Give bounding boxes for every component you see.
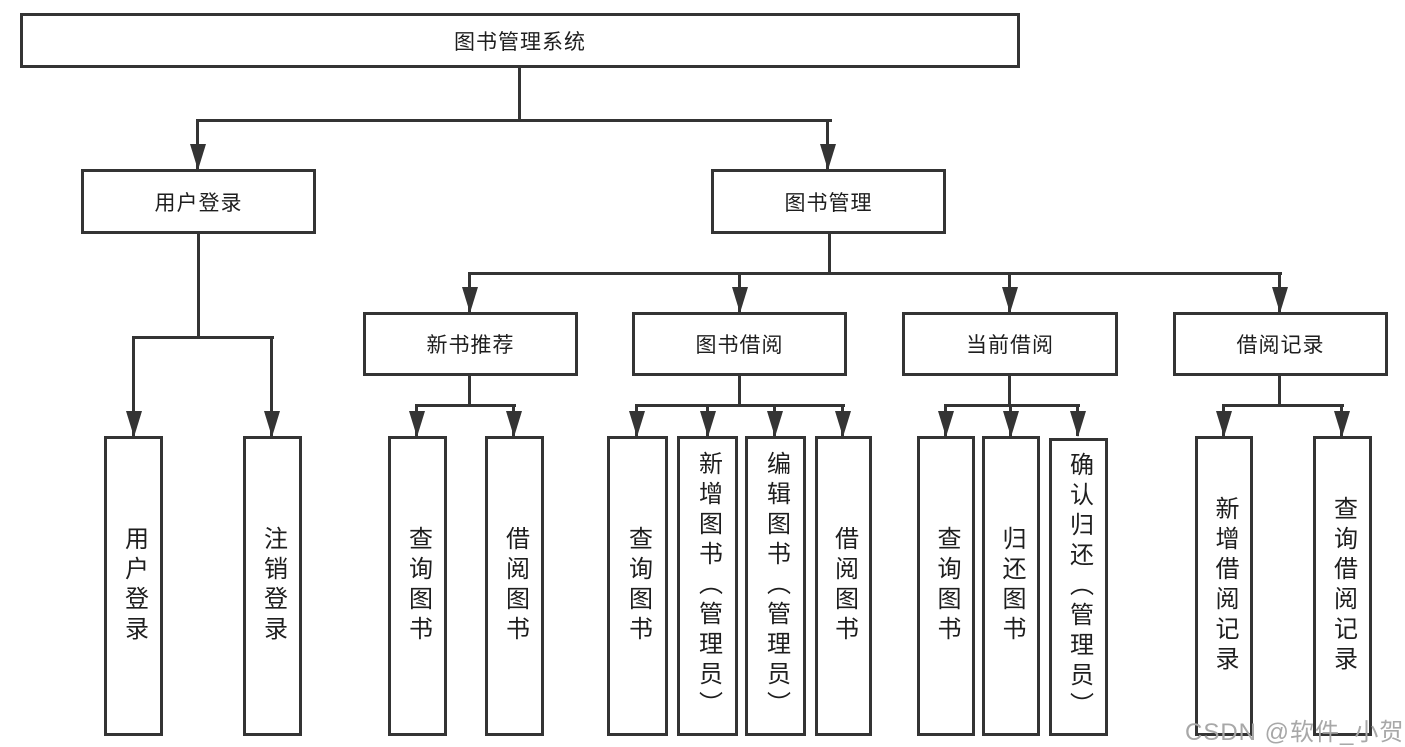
leaf-borrow-books-1: 借阅图书 — [485, 436, 544, 736]
connector-current-split — [944, 404, 1080, 407]
node-new-book-recommend-label: 新书推荐 — [426, 334, 515, 357]
arrow-down-icon — [1070, 411, 1086, 437]
leaf-query-books-1-label: 查询图书 — [404, 526, 432, 646]
leaf-confirm-return-admin-label: 确认归还（管理员） — [1065, 452, 1093, 722]
leaf-confirm-return-admin: 确认归还（管理员） — [1049, 438, 1108, 736]
node-root: 图书管理系统 — [20, 13, 1020, 68]
leaf-add-books-admin-label: 新增图书（管理员） — [694, 451, 722, 721]
connector-records-stub — [1278, 376, 1281, 407]
node-current-borrow: 当前借阅 — [902, 312, 1118, 376]
connector-userlogin-split — [132, 336, 274, 339]
leaf-logout-label: 注销登录 — [259, 526, 287, 646]
node-current-borrow-label: 当前借阅 — [966, 334, 1054, 357]
connector-records-split — [1222, 404, 1344, 407]
arrow-down-icon — [1002, 287, 1018, 313]
leaf-query-books-1: 查询图书 — [388, 436, 447, 736]
leaf-add-books-admin: 新增图书（管理员） — [677, 436, 738, 736]
leaf-return-books-label: 归还图书 — [998, 526, 1025, 646]
arrow-down-icon — [835, 411, 851, 437]
csdn-watermark: CSDN @软件_小贺同学 — [1185, 719, 1405, 746]
node-user-login: 用户登录 — [81, 169, 316, 234]
leaf-add-borrow-record-label: 新增借阅记录 — [1211, 496, 1238, 676]
node-borrow-records-label: 借阅记录 — [1236, 334, 1325, 357]
connector-l2-split — [196, 119, 832, 122]
connector-bookmgmt-stub — [828, 234, 831, 275]
leaf-return-books: 归还图书 — [982, 436, 1040, 736]
leaf-query-books-3: 查询图书 — [917, 436, 975, 736]
leaf-query-books-3-label: 查询图书 — [933, 526, 960, 646]
arrow-down-icon — [732, 287, 748, 313]
connector-userlogin-c1 — [132, 336, 135, 436]
leaf-edit-books-admin-label: 编辑图书（管理员） — [762, 451, 790, 721]
leaf-logout: 注销登录 — [243, 436, 302, 736]
connector-newbook-split — [415, 404, 516, 407]
connector-userlogin-stub — [197, 234, 200, 339]
arrow-down-icon — [126, 411, 142, 437]
leaf-user-login: 用户登录 — [104, 436, 163, 736]
arrow-down-icon — [1216, 411, 1232, 437]
connector-borrow-stub — [738, 376, 741, 407]
arrow-down-icon — [1334, 411, 1350, 437]
leaf-add-borrow-record: 新增借阅记录 — [1195, 436, 1253, 736]
node-user-login-label: 用户登录 — [154, 191, 243, 215]
arrow-down-icon — [767, 411, 783, 437]
arrow-down-icon — [938, 411, 954, 437]
connector-root-trunk — [518, 66, 521, 122]
arrow-down-icon — [462, 287, 478, 313]
arrow-down-icon — [820, 144, 836, 170]
leaf-query-borrow-record: 查询借阅记录 — [1313, 436, 1372, 736]
connector-borrow-split — [635, 404, 845, 407]
node-book-management-label: 图书管理 — [784, 191, 873, 215]
node-new-book-recommend: 新书推荐 — [363, 312, 578, 376]
arrow-down-icon — [409, 411, 425, 437]
connector-newbook-stub — [468, 376, 471, 407]
arrow-down-icon — [629, 411, 645, 437]
connector-l3-split — [468, 272, 1282, 275]
arrow-down-icon — [264, 411, 280, 437]
connector-current-stub — [1008, 376, 1011, 407]
leaf-borrow-books-1-label: 借阅图书 — [501, 526, 529, 646]
leaf-query-books-2: 查询图书 — [607, 436, 668, 736]
leaf-query-books-2-label: 查询图书 — [624, 526, 652, 646]
node-book-management: 图书管理 — [711, 169, 946, 234]
leaf-borrow-books-2-label: 借阅图书 — [830, 526, 858, 646]
node-book-borrow-label: 图书借阅 — [695, 334, 784, 357]
leaf-edit-books-admin: 编辑图书（管理员） — [745, 436, 806, 736]
arrow-down-icon — [190, 144, 206, 170]
node-borrow-records: 借阅记录 — [1173, 312, 1388, 376]
arrow-down-icon — [1003, 411, 1019, 437]
leaf-borrow-books-2: 借阅图书 — [815, 436, 872, 736]
node-book-borrow: 图书借阅 — [632, 312, 847, 376]
arrow-down-icon — [506, 411, 522, 437]
node-root-label: 图书管理系统 — [454, 30, 586, 54]
connector-userlogin-c2 — [270, 336, 273, 436]
arrow-down-icon — [700, 411, 716, 437]
leaf-user-login-label: 用户登录 — [120, 526, 148, 646]
leaf-query-borrow-record-label: 查询借阅记录 — [1329, 496, 1357, 676]
arrow-down-icon — [1272, 287, 1288, 313]
